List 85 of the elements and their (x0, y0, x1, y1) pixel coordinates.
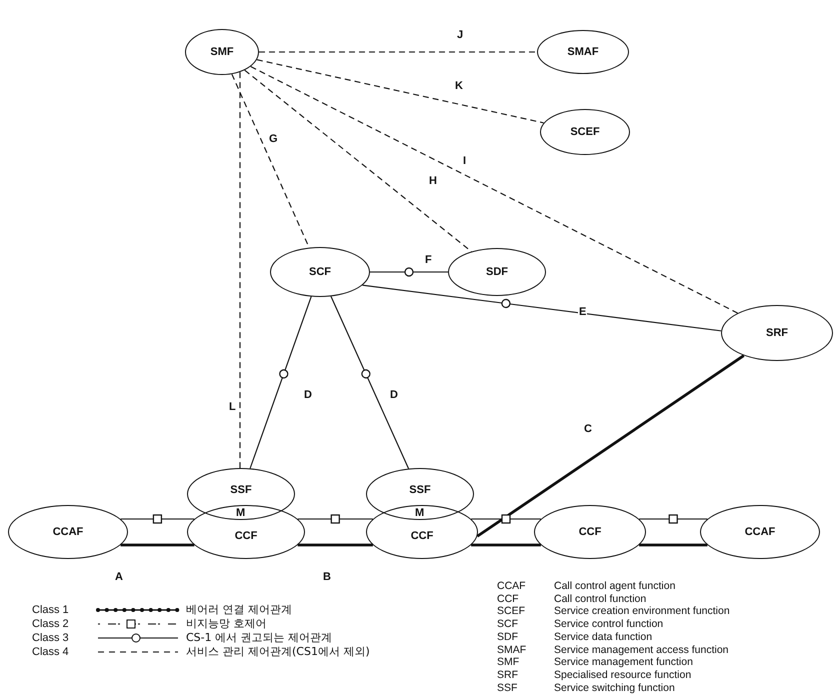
abbreviation-definition: Call control agent function (554, 580, 676, 592)
abbreviation-definition: Call control function (554, 592, 646, 605)
edge-label: A (114, 571, 124, 583)
abbreviation-definition: Service management function (554, 656, 693, 668)
function-ellipse (187, 468, 295, 520)
function-name: SCF (309, 266, 331, 278)
abbreviation-definition: Service creation environment function (554, 605, 730, 618)
abbreviation-definition: Service control function (554, 618, 664, 630)
edge-label: I (462, 155, 468, 167)
abbreviation: SMF (497, 656, 520, 668)
function-ellipse (537, 30, 629, 74)
abbreviation: SCF (497, 618, 518, 630)
function-ellipse (270, 247, 370, 297)
edge-label: L (228, 401, 237, 413)
abbreviation: CCF (497, 592, 519, 605)
edge-label: F (424, 254, 433, 266)
edge-label: H (428, 175, 438, 187)
function-name: CCAF (744, 526, 776, 538)
edge-label: C (583, 423, 593, 435)
class-label: Class 1 (32, 604, 69, 616)
abbreviation: SMAF (497, 644, 526, 656)
abbreviation: SDF (497, 630, 518, 643)
legend-text: 서비스 관리 제어관계(CS1에서 제외) (186, 646, 370, 658)
control-connector (330, 296, 410, 469)
abbreviation: SCEF (497, 605, 526, 618)
function-ellipse (721, 305, 833, 361)
dashed-connector (250, 66, 738, 314)
function-name: SCEF (570, 126, 600, 138)
dashed-connector (244, 70, 472, 252)
function-name: SMF (210, 46, 234, 58)
dashed-connector (239, 72, 241, 468)
control-connector (471, 518, 541, 520)
control-connector (298, 518, 373, 520)
bearer-connector (476, 354, 745, 538)
edge-label: K (454, 80, 464, 92)
bearer-connector (471, 544, 541, 546)
control-connector (370, 271, 448, 273)
abbreviation-definition: Service switching function (554, 682, 675, 694)
class-label: Class 4 (32, 646, 69, 658)
function-ellipse (8, 505, 128, 559)
control-connector (362, 284, 722, 332)
dashed-connector (259, 51, 537, 53)
function-ellipse (448, 248, 546, 296)
function-ellipse (366, 505, 478, 559)
function-name: CCF (234, 530, 258, 542)
function-name: CCF (410, 530, 434, 542)
class-label: Class 3 (32, 632, 69, 644)
function-ellipse (185, 29, 259, 75)
control-connector (250, 296, 312, 469)
abbreviation-definition: Service data function (554, 630, 652, 643)
function-ellipse (540, 109, 630, 155)
edge-label: E (578, 306, 588, 318)
edge-label: D (303, 389, 313, 401)
bearer-connector (120, 544, 194, 546)
bearer-connector (639, 544, 708, 546)
edge-label: B (322, 571, 332, 583)
edge-label: J (456, 29, 464, 41)
abbreviation-definition: Specialised resource function (554, 668, 692, 681)
abbreviation-definition: Service management access function (554, 644, 729, 656)
interface-mark: M (236, 507, 246, 519)
class-label: Class 2 (32, 618, 69, 630)
edge-label: G (268, 133, 279, 145)
control-connector (639, 518, 708, 520)
control-connector (120, 518, 194, 520)
dashed-connector (256, 59, 544, 124)
function-name: SSF (230, 484, 252, 496)
function-name: SDF (486, 266, 508, 278)
function-ellipse (187, 505, 305, 559)
function-ellipse (700, 505, 820, 559)
abbreviation: SSF (497, 682, 518, 694)
edge-label: D (389, 389, 399, 401)
legend-text: 비지능망 호제어 (186, 618, 266, 630)
function-name: SSF (409, 484, 431, 496)
abbreviation: SRF (497, 668, 518, 681)
bearer-connector (298, 544, 373, 546)
function-name: CCAF (52, 526, 84, 538)
function-ellipse (366, 468, 474, 520)
function-name: CCF (578, 526, 602, 538)
function-ellipse (534, 505, 646, 559)
function-name: SRF (766, 327, 788, 339)
legend-text: 베어러 연결 제어관계 (186, 604, 292, 616)
legend-text: CS-1 에서 권고되는 제어관계 (186, 632, 332, 644)
abbreviation: CCAF (497, 580, 526, 592)
interface-mark: M (415, 507, 424, 519)
function-name: SMAF (567, 46, 599, 58)
